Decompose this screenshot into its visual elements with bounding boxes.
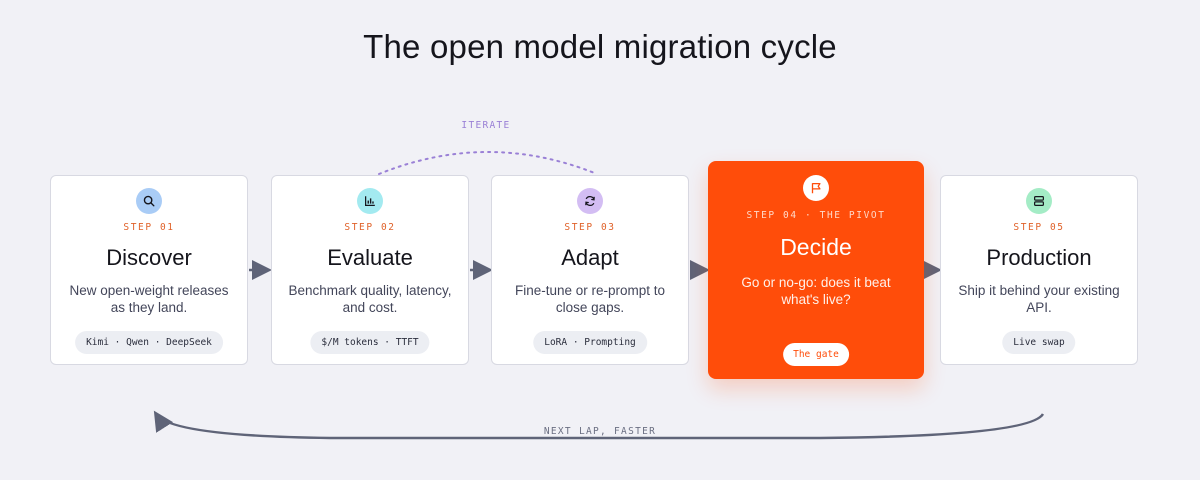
refresh-icon — [577, 188, 603, 214]
step-tag: LoRA · Prompting — [533, 331, 647, 354]
next-lap-label: NEXT LAP, FASTER — [543, 426, 657, 437]
step-label: STEP 05 — [1013, 222, 1065, 233]
server-icon — [1026, 188, 1052, 214]
step-tag: $/M tokens · TTFT — [310, 331, 430, 354]
step-tag: Live swap — [1002, 331, 1076, 354]
iterate-label: ITERATE — [461, 120, 511, 131]
iterate-arc — [378, 151, 598, 175]
step-card-evaluate: STEP 02 Evaluate Benchmark quality, late… — [271, 175, 469, 365]
step-card-decide: STEP 04 · THE PIVOT Decide Go or no-go: … — [708, 161, 924, 379]
step-name: Decide — [780, 234, 852, 260]
step-description: Benchmark quality, latency,and cost. — [288, 283, 452, 315]
step-tag: Kimi · Qwen · DeepSeek — [75, 331, 223, 354]
step-name: Discover — [106, 245, 192, 270]
step-name: Adapt — [561, 245, 619, 270]
diagram-title: The open model migration cycle — [363, 28, 837, 65]
bar-chart-icon — [357, 188, 383, 214]
step-label: STEP 03 — [564, 222, 616, 233]
step-label: STEP 02 — [344, 222, 396, 233]
step-tag: The gate — [783, 343, 849, 366]
flag-icon — [803, 175, 829, 201]
step-card-production: STEP 05 Production Ship it behind your e… — [940, 175, 1138, 365]
step-label: STEP 01 — [123, 222, 175, 233]
search-icon — [136, 188, 162, 214]
step-name: Evaluate — [327, 245, 413, 270]
step-card-discover: STEP 01 Discover New open-weight release… — [50, 175, 248, 365]
step-label: STEP 04 · THE PIVOT — [746, 210, 886, 221]
step-name: Production — [986, 245, 1092, 270]
